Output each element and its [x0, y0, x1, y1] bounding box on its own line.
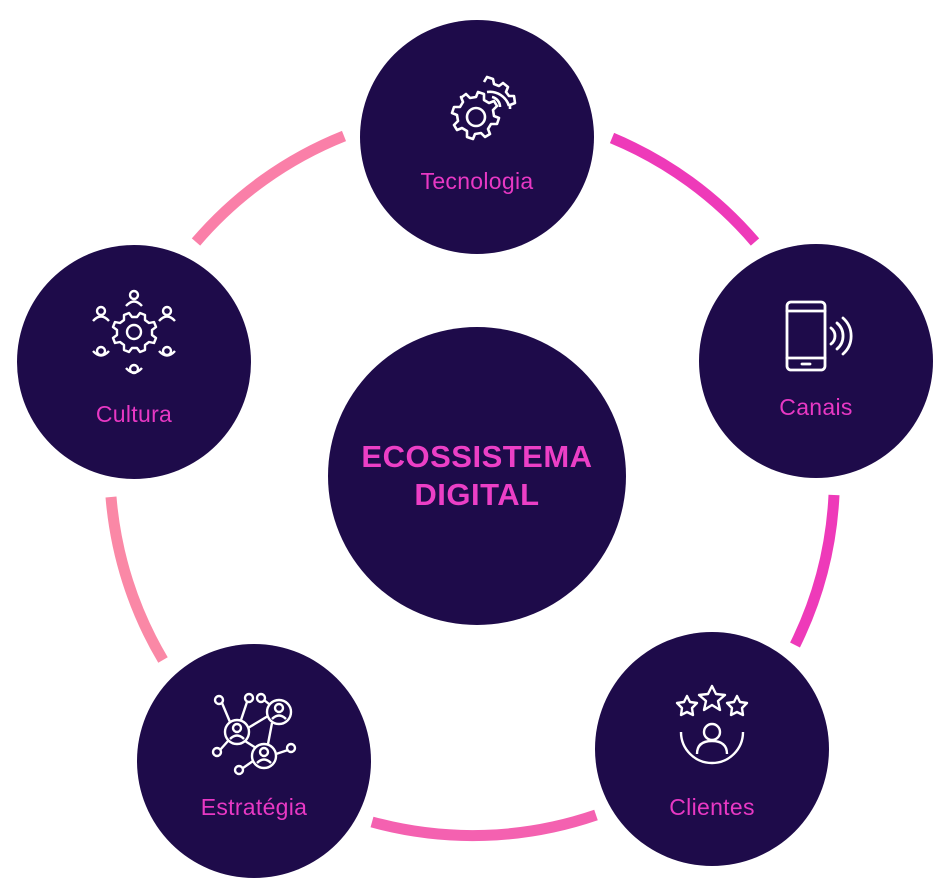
node-label-cultura: Cultura	[95, 401, 173, 427]
ring-arc-canais-clientes	[790, 494, 840, 648]
node-label-tecnologia: Tecnologia	[420, 168, 534, 194]
ring-arc-tecnologia-canais	[609, 132, 760, 246]
node-clientes[interactable]: Clientes	[595, 632, 829, 866]
ring-arc-cultura-tecnologia	[191, 130, 347, 246]
center-title-line-1: ECOSSISTEMA	[361, 439, 593, 474]
smartphone-signal-icon	[785, 300, 853, 372]
center-title-line-2: DIGITAL	[414, 477, 540, 512]
gears-icon	[450, 75, 517, 141]
node-canais[interactable]: Canais	[699, 244, 933, 478]
customer-rating-icon	[675, 684, 749, 765]
node-estrategia[interactable]: Estratégia	[137, 644, 371, 878]
team-gear-icon	[92, 289, 176, 375]
center-title: ECOSSISTEMA DIGITAL	[337, 438, 617, 514]
node-label-estrategia: Estratégia	[200, 794, 308, 820]
center-hub: ECOSSISTEMA DIGITAL	[328, 327, 626, 625]
ring-arc-estrategia-cultura	[105, 496, 168, 663]
ring-arc-clientes-estrategia	[370, 809, 598, 842]
node-label-clientes: Clientes	[669, 794, 755, 820]
network-people-icon	[211, 692, 297, 776]
node-label-canais: Canais	[779, 394, 853, 420]
node-tecnologia[interactable]: Tecnologia	[360, 20, 594, 254]
node-cultura[interactable]: Cultura	[17, 245, 251, 479]
